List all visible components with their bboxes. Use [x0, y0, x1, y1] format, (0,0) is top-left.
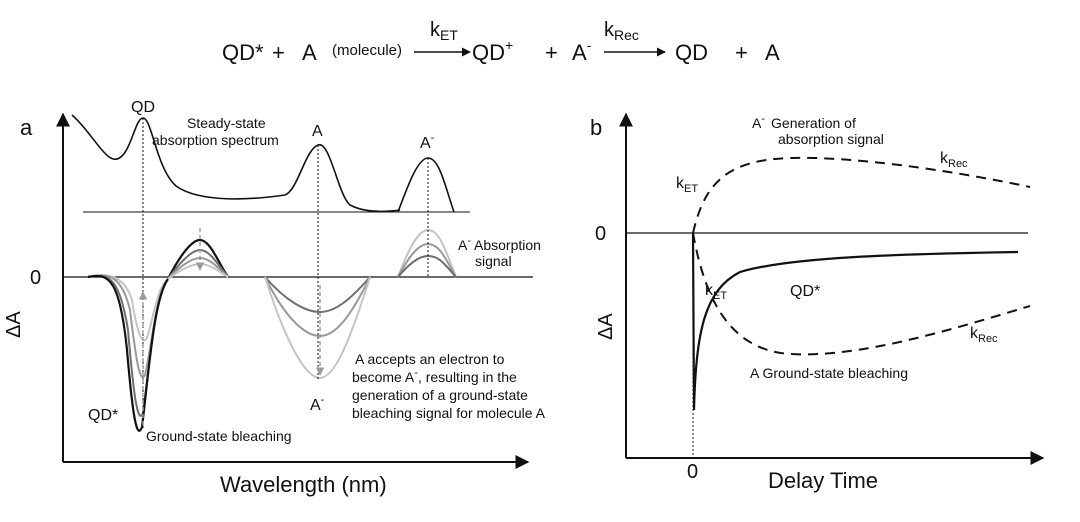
a-minus-absorption-label-2: signal [475, 253, 512, 269]
qd-induced-abs-black [167, 238, 229, 280]
a-bleach-curve-dark [264, 276, 371, 314]
eq-plus-1: + [272, 40, 285, 65]
qd-star-label-a: QD* [88, 407, 118, 424]
eq-qd: QD [675, 40, 708, 65]
generation-label-2: absorption signal [778, 131, 884, 147]
reaction-equation: QD* + A (molecule) kET QD+ + A- kRec QD … [222, 19, 780, 65]
accept-electron-line-1: A accepts an electron to [355, 351, 505, 367]
generation-label-1: A-Generation of [752, 113, 856, 131]
qd-peak-label: QD [131, 99, 155, 116]
panel-b: b ΔA Delay Time 0 0 A-Generation of abso… [590, 112, 1045, 493]
qd-star-label-b: QD* [790, 283, 820, 300]
steady-state-label-2: absorption spectrum [152, 132, 279, 148]
steady-state-spectrum [71, 114, 401, 213]
eq-plus-3: + [735, 40, 748, 65]
accept-electron-line-3: generation of a ground-state [352, 387, 528, 403]
k-rec-bottom-label: kRec [970, 325, 998, 345]
qd-star-trace [691, 232, 1019, 411]
eq-plus-2: + [545, 40, 558, 65]
panel-b-label: b [590, 115, 602, 140]
panel-b-zero-y: 0 [595, 223, 606, 245]
eq-qd-plus: QD+ [472, 37, 513, 65]
a-minus-absorption-label-1: A-Absorption [458, 235, 541, 253]
panel-b-y-label: ΔA [595, 313, 617, 340]
a-minus-absorption-peak [397, 157, 455, 213]
k-et-bottom-label: kET [705, 282, 727, 302]
a-minus-abs-mid [397, 242, 457, 278]
eq-k-et: kET [430, 19, 458, 43]
qd-bleach-curve-black [87, 274, 169, 432]
panel-a-zero: 0 [30, 267, 41, 289]
a-minus-abs-dark [397, 254, 457, 278]
a-bleach-curve-light [264, 276, 371, 380]
accept-electron-line-4: bleaching signal for molecule A [352, 405, 546, 421]
k-rec-top-label: kRec [940, 150, 968, 170]
qd-bleach-curve-dark [87, 274, 169, 417]
a-minus-peak-label: A- [420, 132, 435, 152]
accept-electron-line-2: become A-, resulting in the [352, 367, 517, 385]
eq-molecule: (molecule) [332, 42, 402, 59]
eq-a-2: A [765, 40, 780, 65]
k-et-top-label: kET [676, 175, 698, 195]
a-ground-state-bleaching-label: A Ground-state bleaching [750, 365, 908, 381]
a-minus-bleach-label: A- [310, 394, 325, 414]
eq-qd-star: QD* [222, 40, 264, 65]
eq-a-1: A [302, 40, 317, 65]
eq-a-minus: A- [572, 37, 592, 65]
qd-bleach-curve-light [87, 274, 169, 342]
panel-a: a ΔA Wavelength (nm) 0 [3, 99, 546, 497]
panel-b-x-label: Delay Time [768, 468, 878, 493]
panel-a-x-label: Wavelength (nm) [220, 472, 387, 497]
panel-a-label: a [20, 115, 33, 140]
ground-state-bleaching-label: Ground-state bleaching [146, 428, 292, 444]
a-minus-generation-trace [692, 156, 1031, 234]
steady-state-label-1: Steady-state [187, 115, 266, 131]
a-peak-label: A [312, 123, 323, 140]
panel-b-zero-x: 0 [687, 461, 698, 483]
panel-a-y-label: ΔA [3, 311, 25, 338]
a-minus-abs-light [397, 228, 457, 278]
eq-k-rec: kRec [604, 19, 639, 43]
